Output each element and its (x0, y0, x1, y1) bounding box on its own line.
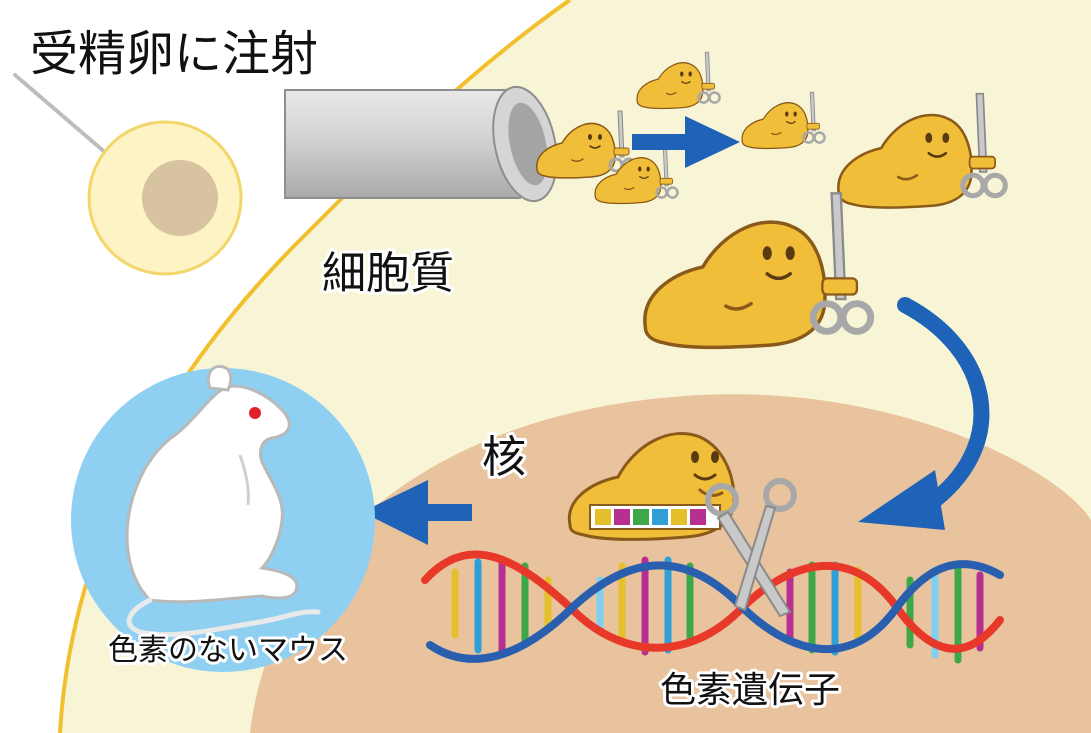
fertilized-egg-icon (87, 120, 243, 276)
albino-mouse-label: 色素のないマウス (108, 633, 348, 668)
arrow-left-icon (362, 480, 472, 545)
injection-label: 受精卵に注射 (30, 26, 318, 82)
guide-rna-icon (589, 504, 721, 530)
arrow-right-icon (632, 116, 740, 168)
pigment-gene-label: 色素遺伝子 (660, 670, 840, 711)
scissors-icon (705, 478, 797, 618)
injection-needle-icon (284, 85, 558, 203)
nucleus-label: 核 (482, 432, 526, 483)
white-mouse-icon (125, 365, 321, 638)
curved-arrow-icon (858, 297, 990, 530)
cytoplasm-label: 細胞質 (322, 248, 454, 299)
